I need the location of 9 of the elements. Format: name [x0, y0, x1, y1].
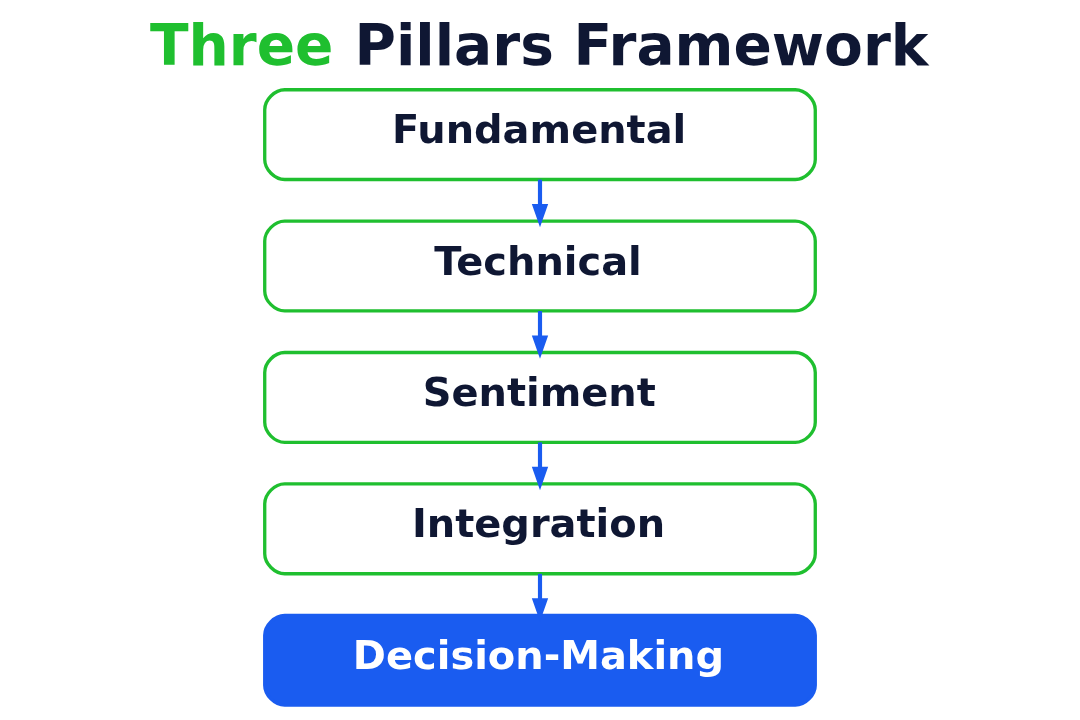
arrow	[531, 179, 549, 228]
arrow	[531, 442, 549, 491]
node-box: Integration	[263, 482, 817, 576]
node-box: Fundamental	[263, 88, 817, 182]
node-box: Decision-Making	[263, 613, 817, 707]
diagram-title: Three Pillars Framework	[149, 13, 929, 79]
node-box: Sentiment	[263, 350, 817, 444]
arrow	[531, 311, 549, 359]
node-box: Technical	[263, 219, 817, 313]
